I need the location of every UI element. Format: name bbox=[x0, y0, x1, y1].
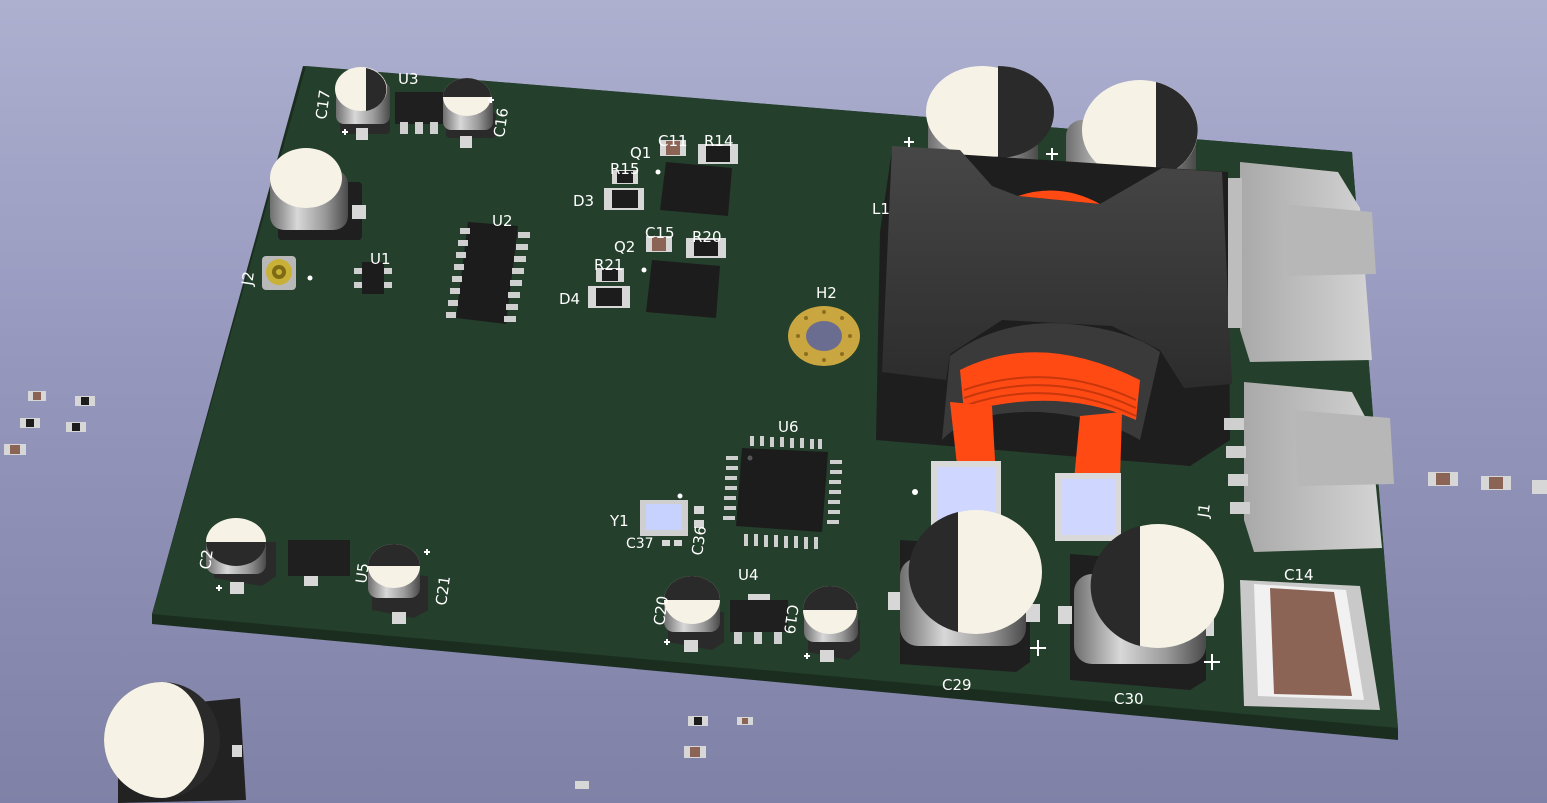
label-c15: C15 bbox=[645, 224, 675, 242]
label-u1: U1 bbox=[370, 250, 391, 268]
label-l1: L1 bbox=[872, 200, 890, 218]
capacitor-c16 bbox=[443, 78, 496, 148]
capacitor-offboard bbox=[104, 682, 246, 803]
capacitor-c2 bbox=[206, 518, 276, 594]
label-u5: U5 bbox=[352, 562, 373, 585]
label-c36: C36 bbox=[688, 525, 710, 557]
regulator-u3 bbox=[395, 92, 445, 134]
mounting-hole-h2 bbox=[788, 306, 860, 366]
label-c37: C37 bbox=[626, 536, 654, 552]
label-q2: Q2 bbox=[614, 238, 635, 256]
label-j1: J1 bbox=[1194, 502, 1214, 519]
mosfet-q2 bbox=[641, 260, 720, 318]
label-c30: C30 bbox=[1114, 690, 1144, 708]
capacitor-c20 bbox=[664, 576, 724, 652]
capacitor-c14 bbox=[1240, 580, 1380, 710]
label-c21: C21 bbox=[432, 575, 454, 607]
connector-j1-bottom bbox=[1224, 382, 1394, 552]
capacitor-c29 bbox=[888, 510, 1042, 672]
regulator-u4 bbox=[730, 594, 788, 644]
capacitor-left bbox=[270, 148, 366, 240]
connector-j2 bbox=[262, 256, 313, 290]
label-r14: R14 bbox=[704, 132, 734, 150]
label-c2: C2 bbox=[196, 548, 217, 570]
label-d4: D4 bbox=[559, 290, 580, 308]
crystal-y1 bbox=[640, 493, 704, 546]
label-h2: H2 bbox=[816, 284, 837, 302]
polarity-marks bbox=[216, 97, 1220, 670]
small-parts-q1-group bbox=[604, 140, 738, 210]
capacitor-c21 bbox=[368, 544, 428, 624]
label-y1: Y1 bbox=[609, 512, 629, 530]
ic-u1 bbox=[354, 262, 392, 294]
label-q1: Q1 bbox=[630, 144, 651, 162]
label-u6: U6 bbox=[778, 418, 799, 436]
silkscreen-labels: C17 U3 C16 C11 R14 Q1 R15 D3 U2 U1 J2 C1… bbox=[196, 70, 1313, 708]
label-r15: R15 bbox=[610, 160, 640, 178]
capacitor-c30 bbox=[1058, 524, 1224, 690]
capacitor-c19 bbox=[803, 586, 860, 662]
label-u3: U3 bbox=[398, 70, 419, 88]
stray-smd-parts-bottom bbox=[575, 716, 753, 789]
label-c20: C20 bbox=[650, 595, 672, 627]
label-d3: D3 bbox=[573, 192, 594, 210]
label-r21: R21 bbox=[594, 256, 624, 274]
label-c16: C16 bbox=[490, 107, 512, 139]
capacitor-c17 bbox=[335, 67, 390, 140]
label-c29: C29 bbox=[942, 676, 972, 694]
label-u4: U4 bbox=[738, 566, 759, 584]
stray-smd-parts-left bbox=[4, 391, 95, 455]
mosfet-q1 bbox=[655, 162, 732, 216]
connector-j1-top bbox=[1228, 162, 1376, 362]
label-j2: J2 bbox=[238, 270, 258, 287]
label-r20: R20 bbox=[692, 228, 722, 246]
stray-smd-parts-right bbox=[1428, 472, 1547, 494]
microcontroller-u6 bbox=[723, 436, 842, 549]
inductor-l1 bbox=[876, 146, 1232, 543]
label-c14: C14 bbox=[1284, 566, 1314, 584]
regulator-u5 bbox=[288, 540, 350, 586]
small-parts-q2-group bbox=[588, 236, 726, 308]
label-c17: C17 bbox=[312, 89, 334, 121]
label-c11: C11 bbox=[658, 132, 688, 150]
label-u2: U2 bbox=[492, 212, 513, 230]
label-c19: C19 bbox=[780, 603, 802, 635]
ic-u2 bbox=[446, 222, 530, 324]
